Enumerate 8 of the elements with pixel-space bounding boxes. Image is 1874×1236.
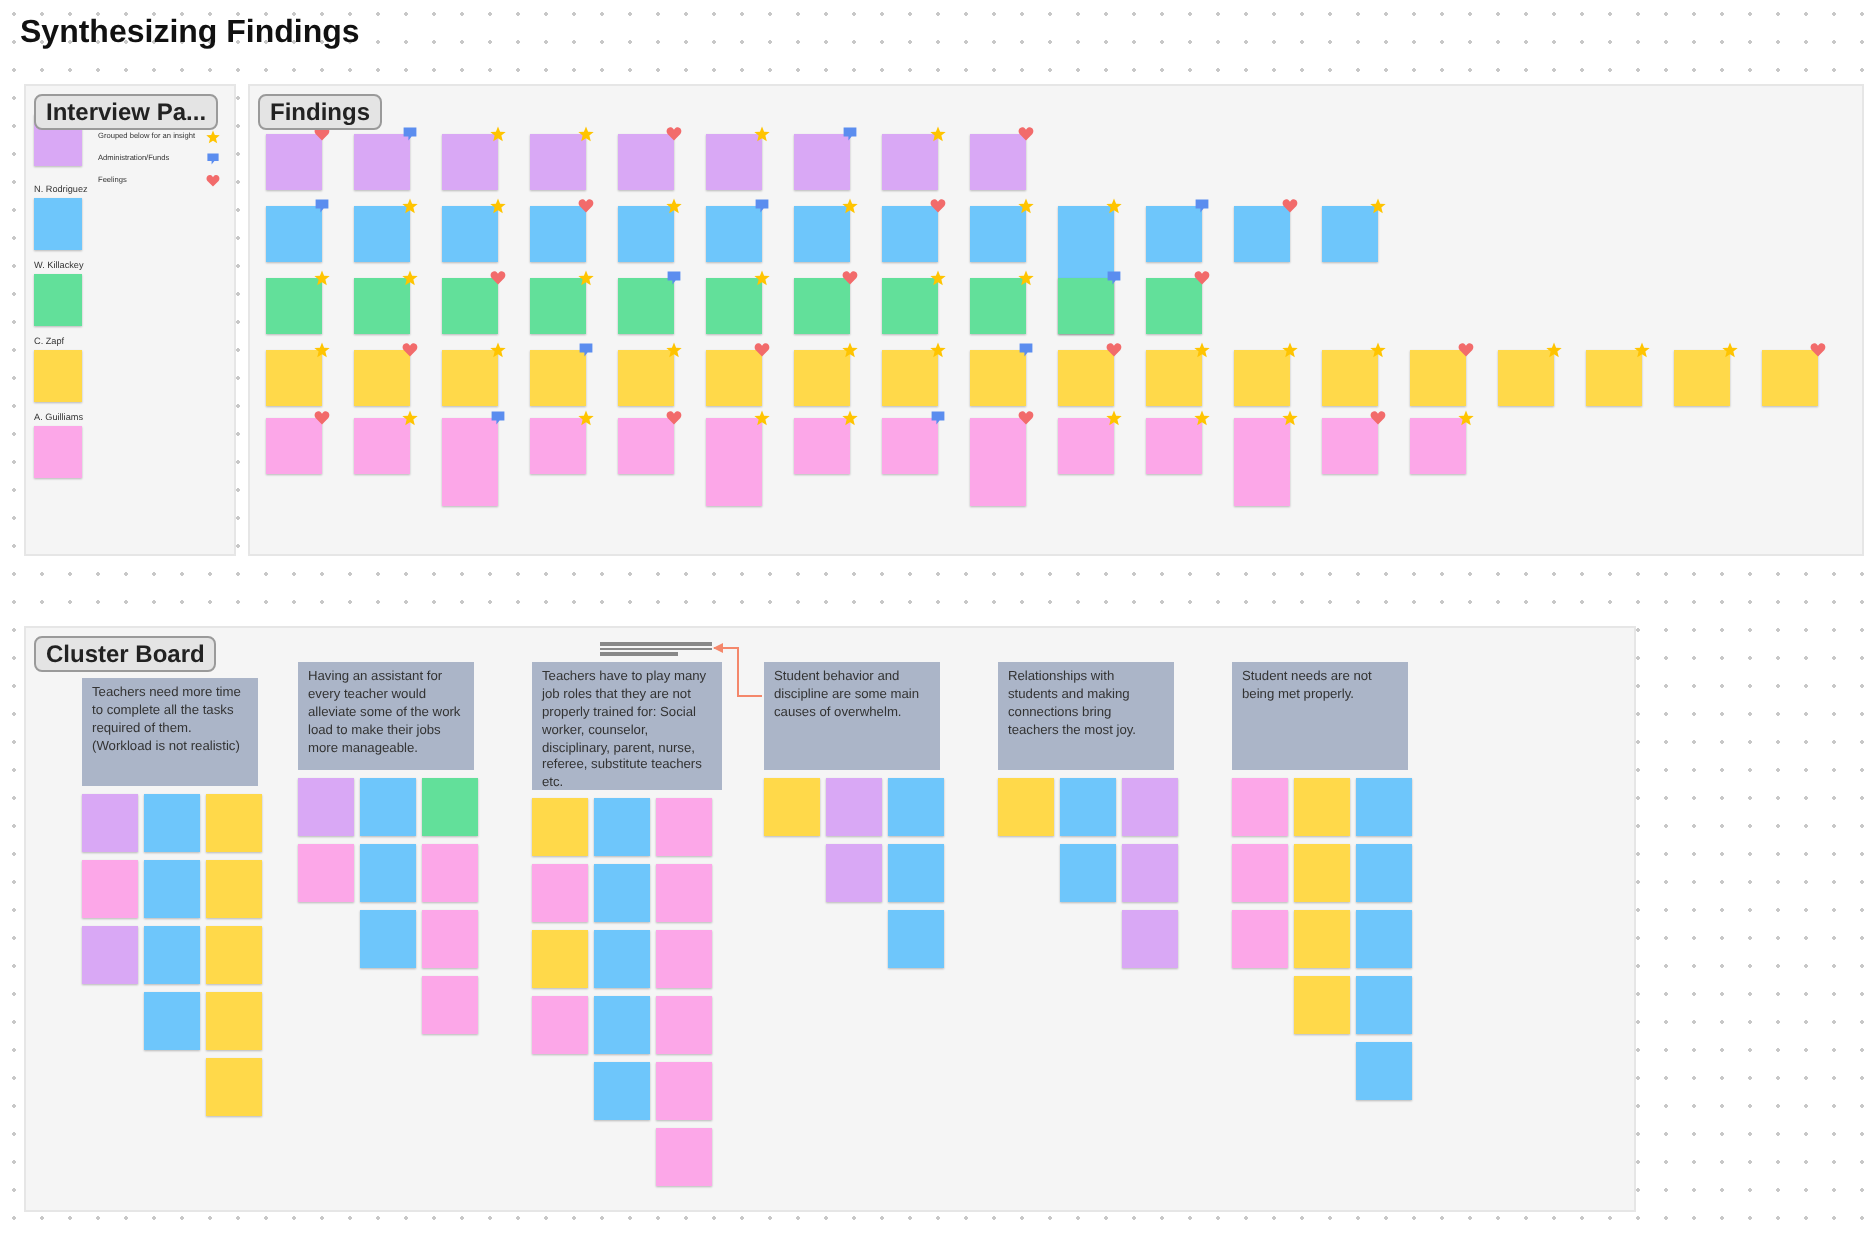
section-tag: Findings <box>258 94 382 130</box>
section-tag: Interview Pa... <box>34 94 219 130</box>
section-tag: Cluster Board <box>34 636 217 672</box>
arrow <box>713 643 763 697</box>
board-section <box>248 84 1864 556</box>
board-section <box>24 84 236 556</box>
page-title: Synthesizing Findings <box>20 16 360 52</box>
board-section <box>24 626 1636 1212</box>
